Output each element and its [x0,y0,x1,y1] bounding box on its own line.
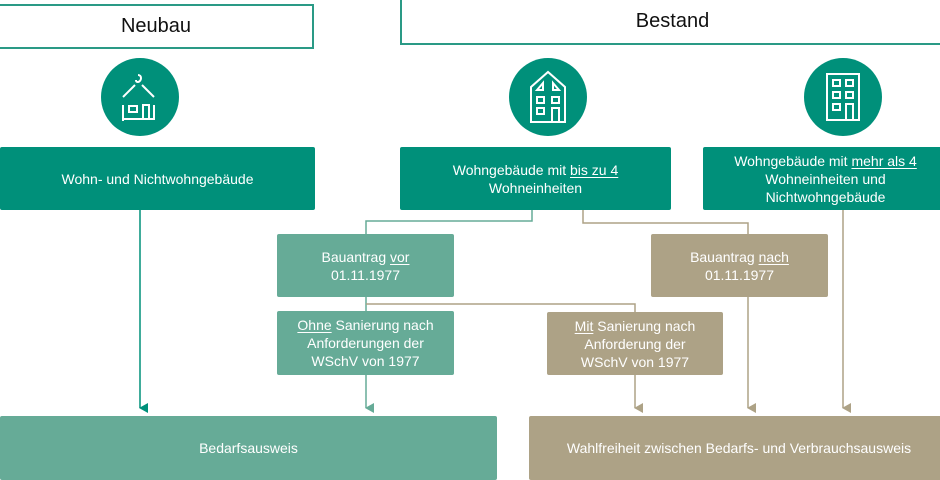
text: Wohneinheiten und [765,170,886,187]
line-vor-mit [366,303,636,312]
box-neubau-buildings: Wohn- und Nichtwohngebäude [0,147,315,210]
text: Anforderungen der [307,335,424,351]
line-bis4-nach [582,210,749,234]
text: Sanierung nach [593,317,696,334]
text: Wohneinheiten [488,179,583,196]
header-bestand-label: Bestand [635,10,710,32]
text: Bauantrag [321,248,391,265]
text: Bauantrag [690,248,759,265]
text: WSchV von 1977 [311,353,420,369]
text-underlined: bis zu 4 [570,161,619,178]
result-bedarfsausweis: Bedarfsausweis [0,416,497,480]
box-text: Wahlfreiheit zwischen Bedarfs- und Verbr… [566,440,912,456]
text: Nichtwohngebäude [765,188,886,205]
text: Anforderung der [584,335,686,352]
text: Sanierung nach [331,317,434,333]
header-bestand: Bestand [400,0,940,45]
text-underlined: nach [758,248,789,265]
apartment-building-icon [804,58,882,136]
text: WSchV von 1977 [580,353,690,370]
text-underlined: mehr als 4 [851,152,917,169]
text: 01.11.1977 [330,266,400,283]
text: 01.11.1977 [704,266,774,283]
header-neubau-label: Neubau [120,15,192,37]
text: Wohngebäude mit [734,152,852,169]
text: Wohngebäude mit [452,161,570,178]
crane-house-icon [101,58,179,136]
box-text: Wohn- und Nichtwohngebäude [61,170,254,187]
result-wahlfreiheit: Wahlfreiheit zwischen Bedarfs- und Verbr… [529,416,940,480]
box-text: Bedarfsausweis [199,440,298,456]
header-neubau: Neubau [0,4,314,49]
text-underlined: vor [390,248,410,265]
text-underlined: Mit [574,317,594,334]
line-bis4-vor [365,210,533,234]
house-icon [509,58,587,136]
text-underlined: Ohne [297,317,332,333]
